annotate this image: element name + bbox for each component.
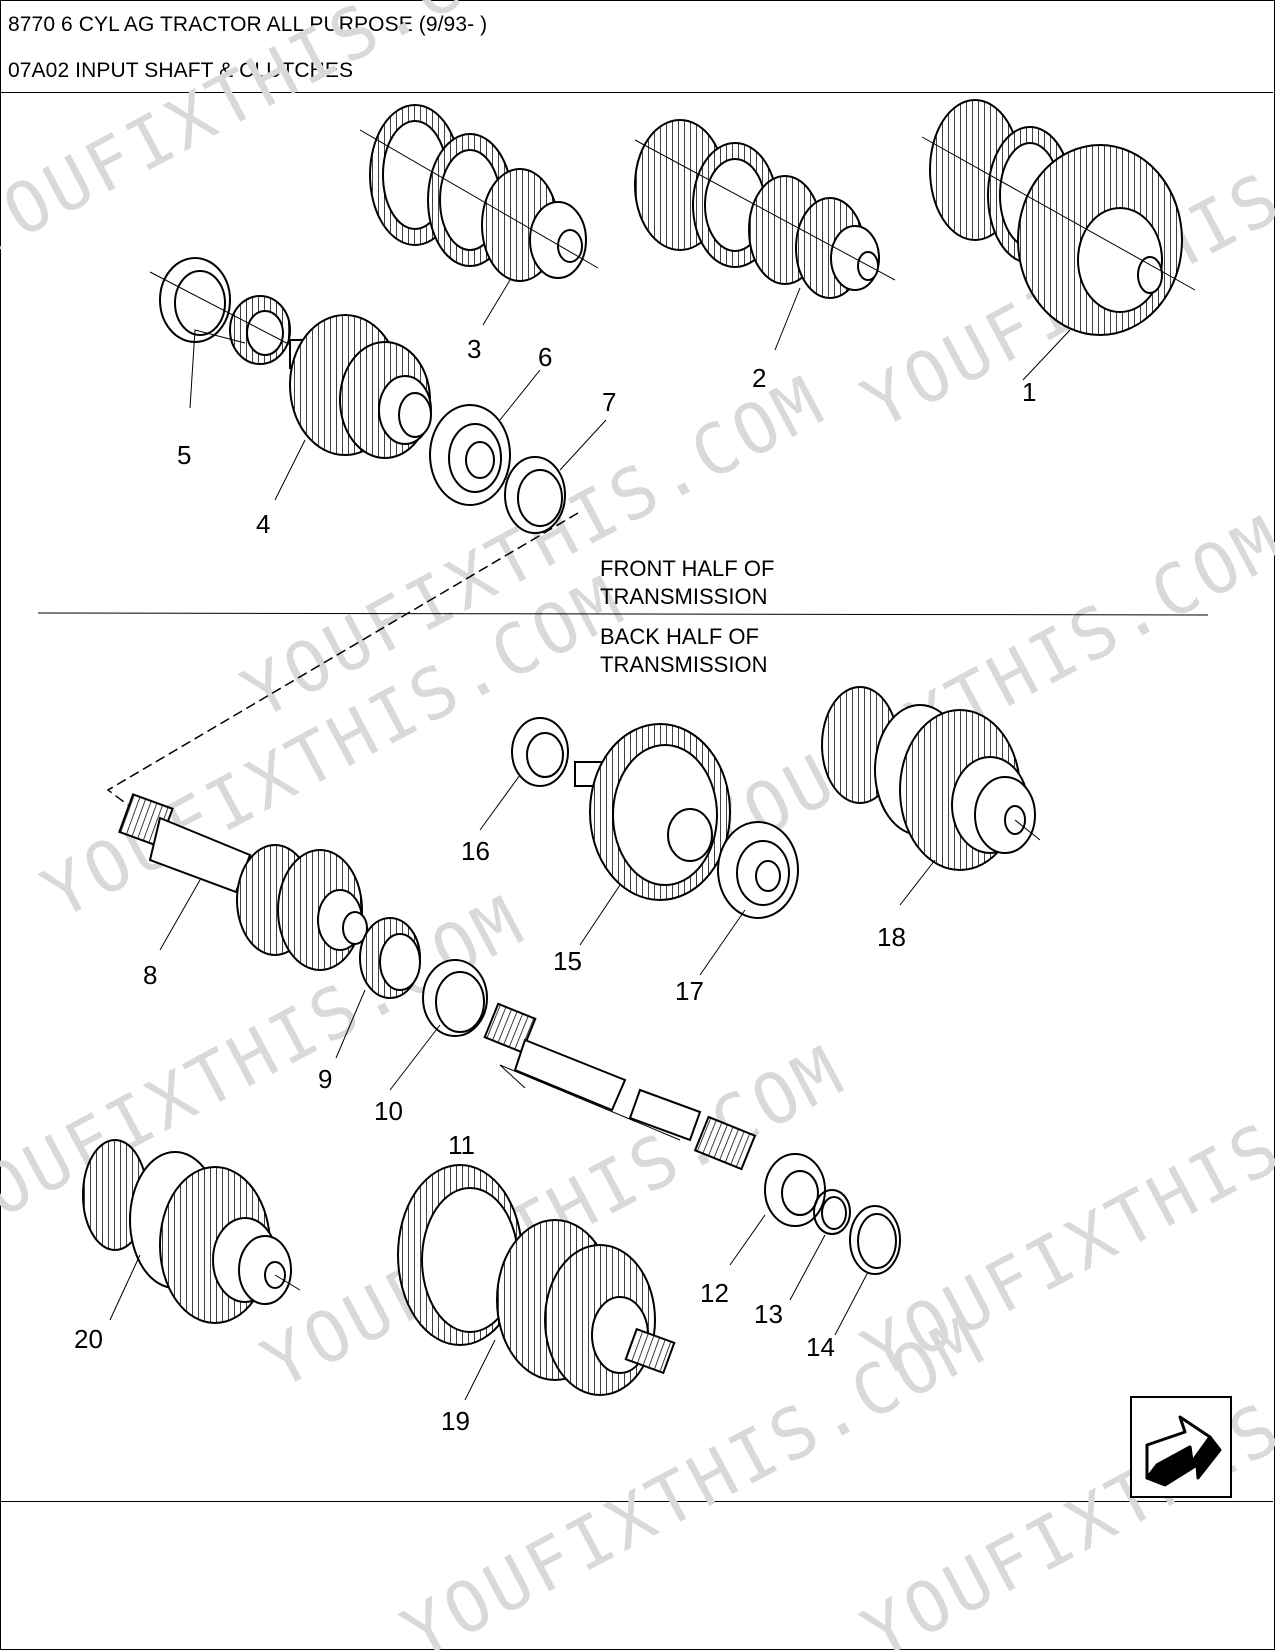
- back-half-label-2: TRANSMISSION: [600, 652, 767, 677]
- leader-lines: [109, 279, 1071, 1401]
- callout-9: 9: [318, 1064, 332, 1094]
- callout-5: 5: [177, 440, 191, 470]
- callout-16: 16: [461, 836, 490, 866]
- callout-15: 15: [553, 946, 582, 976]
- part-17-bearing: [717, 821, 799, 919]
- part-8-input-shaft: [118, 793, 368, 971]
- transmission-divider: [37, 612, 1209, 616]
- callout-20: 20: [74, 1324, 103, 1354]
- callout-4: 4: [256, 509, 270, 539]
- next-page-button[interactable]: [1130, 1396, 1232, 1498]
- callout-10: 10: [374, 1096, 403, 1126]
- part-10-bearing-cup: [422, 959, 488, 1037]
- callout-17: 17: [675, 976, 704, 1006]
- part-13-washer: [813, 1189, 851, 1235]
- part-4-gear: [289, 314, 432, 459]
- callout-2: 2: [752, 363, 766, 393]
- callouts: 1 2 3 4 5 6 7 8 9 10 11 12 13 14 15 16 1…: [74, 334, 1036, 1436]
- part-6-bearing: [429, 404, 511, 506]
- part-16-bearing: [511, 717, 569, 787]
- callout-8: 8: [143, 960, 157, 990]
- front-half-label-2: TRANSMISSION: [600, 584, 767, 609]
- back-half-label-1: BACK HALF OF: [600, 624, 759, 649]
- front-half-label-1: FRONT HALF OF: [600, 556, 774, 581]
- callout-12: 12: [700, 1278, 729, 1308]
- callout-13: 13: [754, 1299, 783, 1329]
- part-7-bearing-cup: [504, 456, 566, 534]
- part-1-clutch-assembly: [921, 99, 1196, 336]
- callout-3: 3: [467, 334, 481, 364]
- part-3-clutch-assembly: [359, 104, 599, 282]
- part-19-clutch-assembly: [397, 1164, 676, 1396]
- part-18-clutch-assembly: [821, 686, 1041, 871]
- page-header: 8770 6 CYL AG TRACTOR ALL PURPOSE (9/93-…: [0, 0, 1273, 93]
- callout-6: 6: [538, 342, 552, 372]
- callout-14: 14: [806, 1332, 835, 1362]
- part-20-clutch-assembly: [82, 1139, 301, 1324]
- part-15-gear: [574, 723, 731, 901]
- part-2-clutch-assembly: [634, 119, 896, 299]
- part-11-shaft: [483, 1002, 757, 1171]
- model-title: 8770 6 CYL AG TRACTOR ALL PURPOSE (9/93-…: [8, 13, 488, 36]
- callout-18: 18: [877, 922, 906, 952]
- part-14-snap-ring: [849, 1205, 901, 1275]
- next-arrow-icon: [1145, 1415, 1222, 1487]
- footer-divider: [0, 1501, 1273, 1502]
- alignment-line: [106, 512, 579, 806]
- part-5-bearing-and-cup: [149, 257, 301, 365]
- callout-11: 11: [448, 1130, 475, 1160]
- callout-19: 19: [441, 1406, 470, 1436]
- part-9-bearing: [359, 917, 421, 999]
- callout-1: 1: [1022, 377, 1036, 407]
- section-title: 07A02 INPUT SHAFT & CLUTCHES: [8, 59, 354, 82]
- callout-7: 7: [602, 387, 616, 417]
- part-12-bearing: [764, 1153, 826, 1227]
